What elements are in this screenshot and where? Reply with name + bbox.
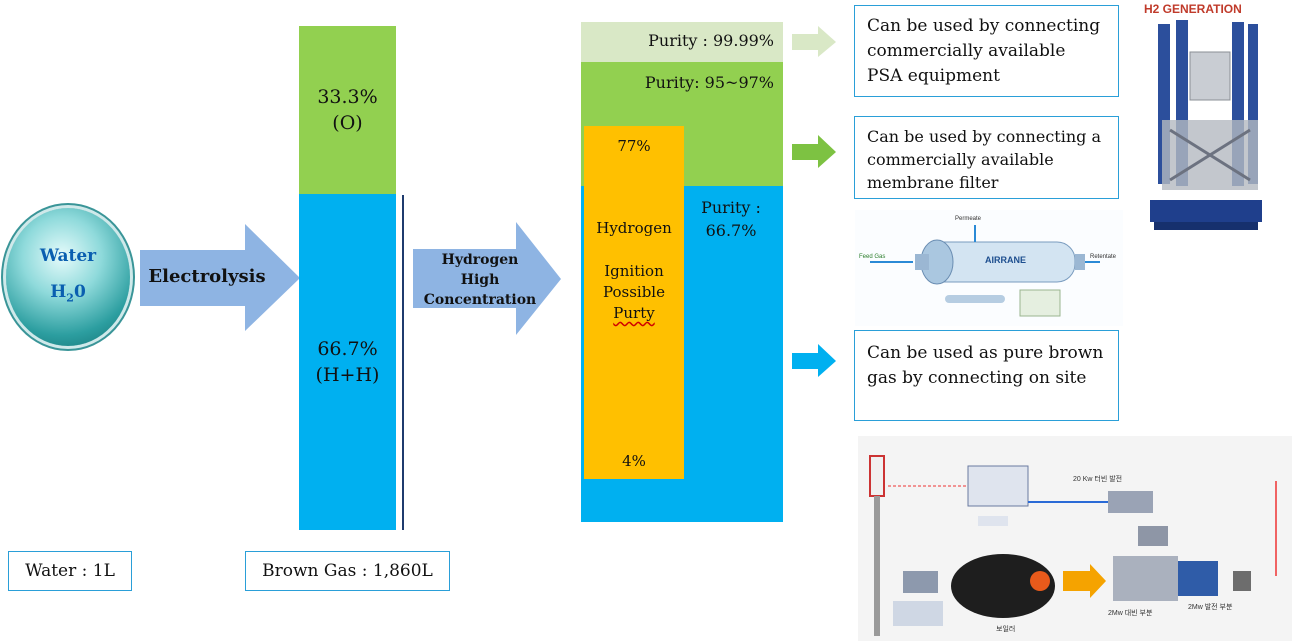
divider-line [402, 195, 404, 530]
power-system-schematic [869, 455, 1277, 636]
electrolysis-arrow [140, 224, 300, 331]
purity-mid-label: Purity: 95~97% [644, 73, 774, 92]
hydrogen-arrow [413, 222, 561, 335]
system-steam-label: 2Mw 대빈 부분 [1108, 610, 1153, 617]
h2-generation-title: H2 GENERATION [1144, 2, 1242, 16]
ignition-upper-limit: 77% [617, 137, 651, 155]
brown-gas-volume-box: Brown Gas : 1,860L [245, 551, 450, 591]
system-diagram-image: 20 Kw 터빈 발전 2Mw 대빈 부분 2Mw 발전 부분 보일러 [858, 436, 1292, 641]
ignition-desc-2: Possible [603, 283, 665, 301]
ignition-desc-1: Ignition [604, 262, 664, 280]
arrow-to-psa [792, 26, 836, 57]
water-title: Water [39, 245, 97, 266]
hydrogen-percent: 66.7% [317, 338, 378, 360]
hydrogen-segment: 66.7% (H+H) [299, 194, 396, 530]
water-volume-box: Water : 1L [8, 551, 132, 591]
h2-generation-image: H2 GENERATION [1140, 0, 1265, 244]
oxygen-segment: 33.3% (O) [299, 26, 396, 194]
h2-generator-machine-icon [1150, 20, 1262, 230]
use-box-onsite: Can be used as pure brown gas by connect… [854, 330, 1119, 421]
oxygen-label: (O) [332, 112, 363, 134]
hydrogen-arrow-label: Hydrogen High Concentration [423, 252, 537, 308]
electrolysis-label: Electrolysis [148, 266, 266, 287]
membrane-feed: Feed Gas [859, 254, 886, 260]
membrane-module-icon [870, 225, 1100, 317]
arrow-to-onsite [792, 344, 836, 377]
arrow-to-membrane [792, 135, 836, 168]
membrane-filter-image: AIRRANE Permeate Feed Gas Retentate [855, 210, 1123, 326]
oxygen-percent: 33.3% [317, 86, 378, 108]
system-turbine-label: 20 Kw 터빈 발전 [1073, 476, 1123, 483]
purity-low-line-2: 66.7% [705, 221, 757, 240]
water-circle: Water H20 [6, 208, 130, 346]
ignition-range-segment [584, 126, 684, 479]
purity-low-line-1: Purity : [701, 198, 761, 217]
membrane-permeate: Permeate [955, 216, 982, 222]
ignition-desc-3: Purty [613, 304, 655, 322]
purity-top-segment [581, 22, 783, 62]
purity-low-label: Purity : 66.7% [686, 196, 776, 242]
ignition-title: Hydrogen [596, 219, 672, 237]
use-box-membrane: Can be used by connecting a commercially… [854, 116, 1119, 199]
formula-end: 0 [73, 281, 86, 302]
formula-sub: 2 [66, 291, 74, 305]
hydrogen-label: (H+H) [315, 364, 380, 386]
use-box-psa: Can be used by connecting commercially a… [854, 5, 1119, 97]
system-boiler-label: 보일러 [996, 626, 1016, 633]
ignition-lower-limit: 4% [622, 452, 646, 470]
ignition-description: Ignition Possible Purty [584, 261, 684, 324]
membrane-retentate: Retentate [1090, 254, 1117, 260]
water-formula: H20 [50, 274, 86, 316]
purity-top-label: Purity : 99.99% [648, 31, 774, 50]
formula-base: H [50, 281, 67, 302]
system-generator-label: 2Mw 발전 부분 [1188, 604, 1233, 611]
membrane-brand: AIRRANE [985, 255, 1027, 265]
